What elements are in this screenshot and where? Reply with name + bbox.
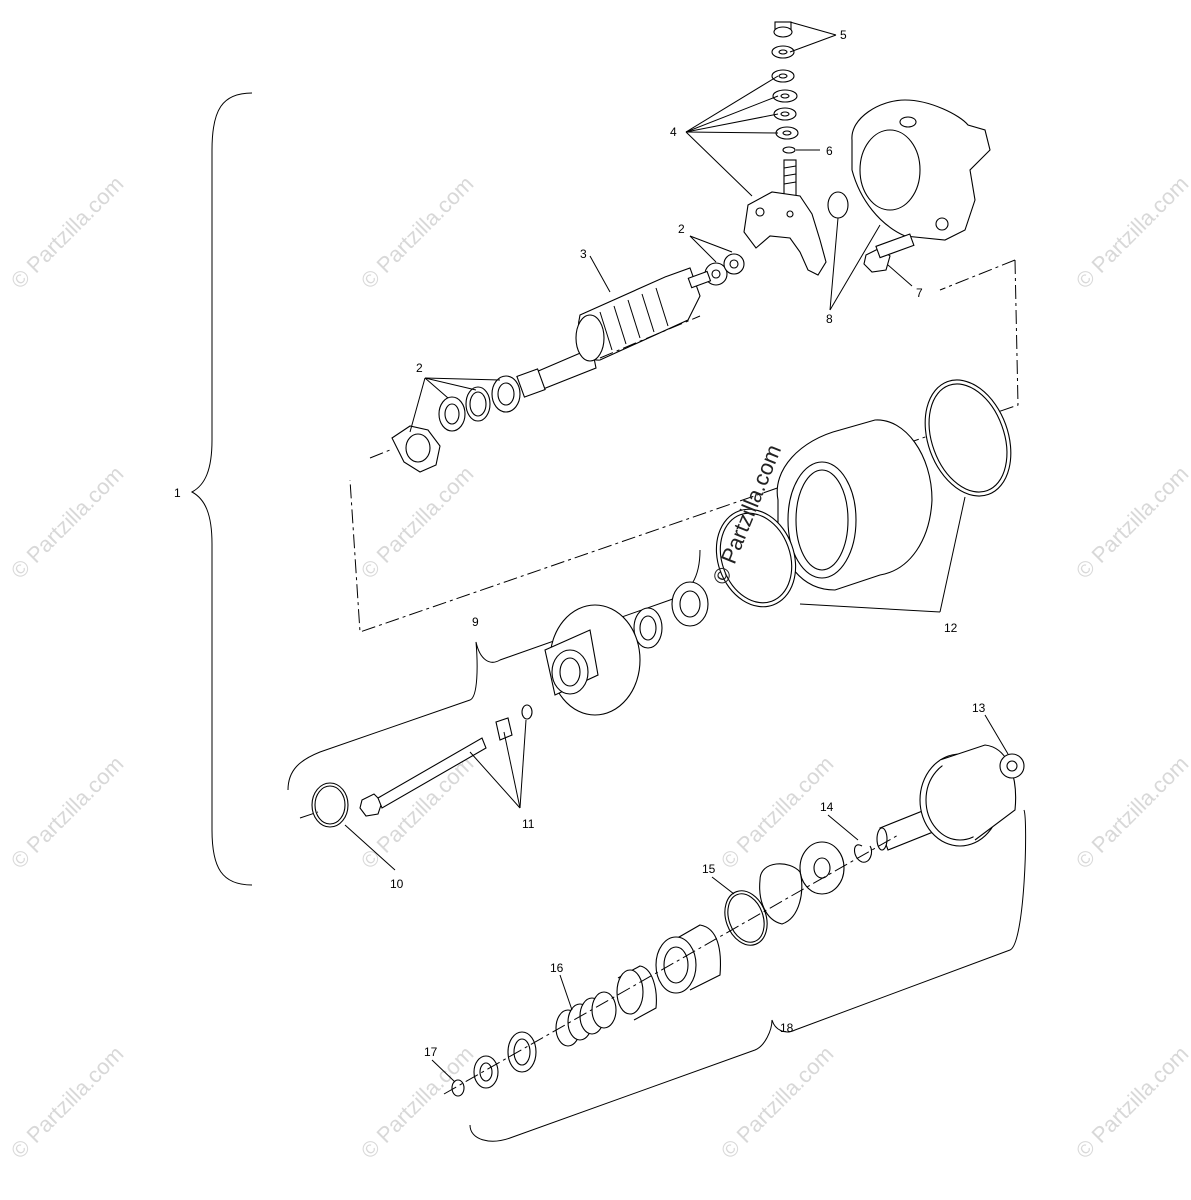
label-5: 5	[840, 28, 847, 42]
watermark: © Partzilla.com	[356, 171, 479, 294]
bushing	[827, 191, 849, 219]
brace-18	[469, 809, 1027, 1142]
label-2: 2	[678, 222, 685, 236]
watermark: © Partzilla.com	[6, 751, 129, 874]
label-17: 17	[424, 1045, 438, 1059]
label-13: 13	[972, 701, 986, 715]
label-4: 4	[670, 125, 677, 139]
label-11: 11	[522, 817, 535, 831]
bearing-set	[633, 581, 709, 649]
label-18: 18	[780, 1021, 794, 1035]
watermark: © Partzilla.com	[6, 1041, 129, 1164]
stop-washer	[479, 1062, 493, 1082]
axis-line	[369, 449, 391, 459]
brush-plate	[743, 191, 827, 276]
watermark: © Partzilla.com	[356, 461, 479, 584]
watermark: © Partzilla.com	[6, 461, 129, 584]
seal-washer	[495, 704, 533, 741]
subassembly-boundary	[349, 259, 1019, 633]
field-housing	[776, 419, 933, 591]
watermark: © Partzilla.com	[1071, 0, 1191, 4]
label-1: 1	[174, 486, 181, 500]
axis-line	[299, 811, 319, 819]
pinion-gear	[655, 924, 721, 994]
through-bolt	[359, 737, 487, 817]
part-labels: 1 2 2 3 4 5 6 7 8 9 10 11 12 13 14 15 16…	[174, 28, 986, 1059]
ring-10	[314, 785, 346, 825]
watermark: © Partzilla.com	[1071, 171, 1191, 294]
end-housing	[851, 99, 991, 241]
label-16: 16	[550, 961, 564, 975]
front-housing	[544, 604, 641, 716]
watermark: © Partzilla.com	[1071, 461, 1191, 584]
watermarks: © Partzilla.com © Partzilla.com © Partzi…	[6, 0, 1191, 1164]
watermark: © Partzilla.com	[356, 0, 479, 4]
terminal-nut-stack	[771, 21, 799, 197]
label-14: 14	[820, 800, 834, 814]
label-3: 3	[580, 247, 587, 261]
label-10: 10	[390, 877, 404, 891]
label-15: 15	[702, 862, 716, 876]
label-8: 8	[826, 312, 833, 326]
leader-lines	[344, 21, 1009, 1083]
label-6: 6	[826, 144, 833, 158]
watermark: © Partzilla.com	[1071, 751, 1191, 874]
clutch-segments	[759, 863, 803, 925]
watermark: © Partzilla.com	[716, 1041, 839, 1164]
collar	[513, 1038, 531, 1066]
snap-ring-14	[853, 844, 873, 863]
armature	[516, 267, 712, 398]
label-7: 7	[916, 286, 923, 300]
label-12: 12	[944, 621, 958, 635]
watermark: © Partzilla.com	[6, 171, 129, 294]
assembly-brace	[190, 92, 253, 886]
label-9: 9	[472, 615, 479, 629]
o-ring	[719, 512, 793, 604]
watermark: © Partzilla.com	[1071, 1041, 1191, 1164]
o-ring	[928, 383, 1008, 493]
bolt-7	[863, 233, 915, 273]
sleeve	[616, 965, 657, 1021]
subassembly-boundary	[939, 259, 1016, 291]
thrust-washer	[813, 857, 831, 879]
label-2: 2	[416, 361, 423, 375]
spring-16	[555, 991, 617, 1047]
ring-15	[727, 893, 765, 943]
drive-shaft	[876, 744, 1017, 851]
washer-13	[1006, 760, 1018, 772]
axis-line	[599, 315, 701, 359]
watermark: © Partzilla.com	[356, 1041, 479, 1164]
washer-set-left	[391, 375, 521, 473]
axis-line	[443, 833, 901, 1095]
